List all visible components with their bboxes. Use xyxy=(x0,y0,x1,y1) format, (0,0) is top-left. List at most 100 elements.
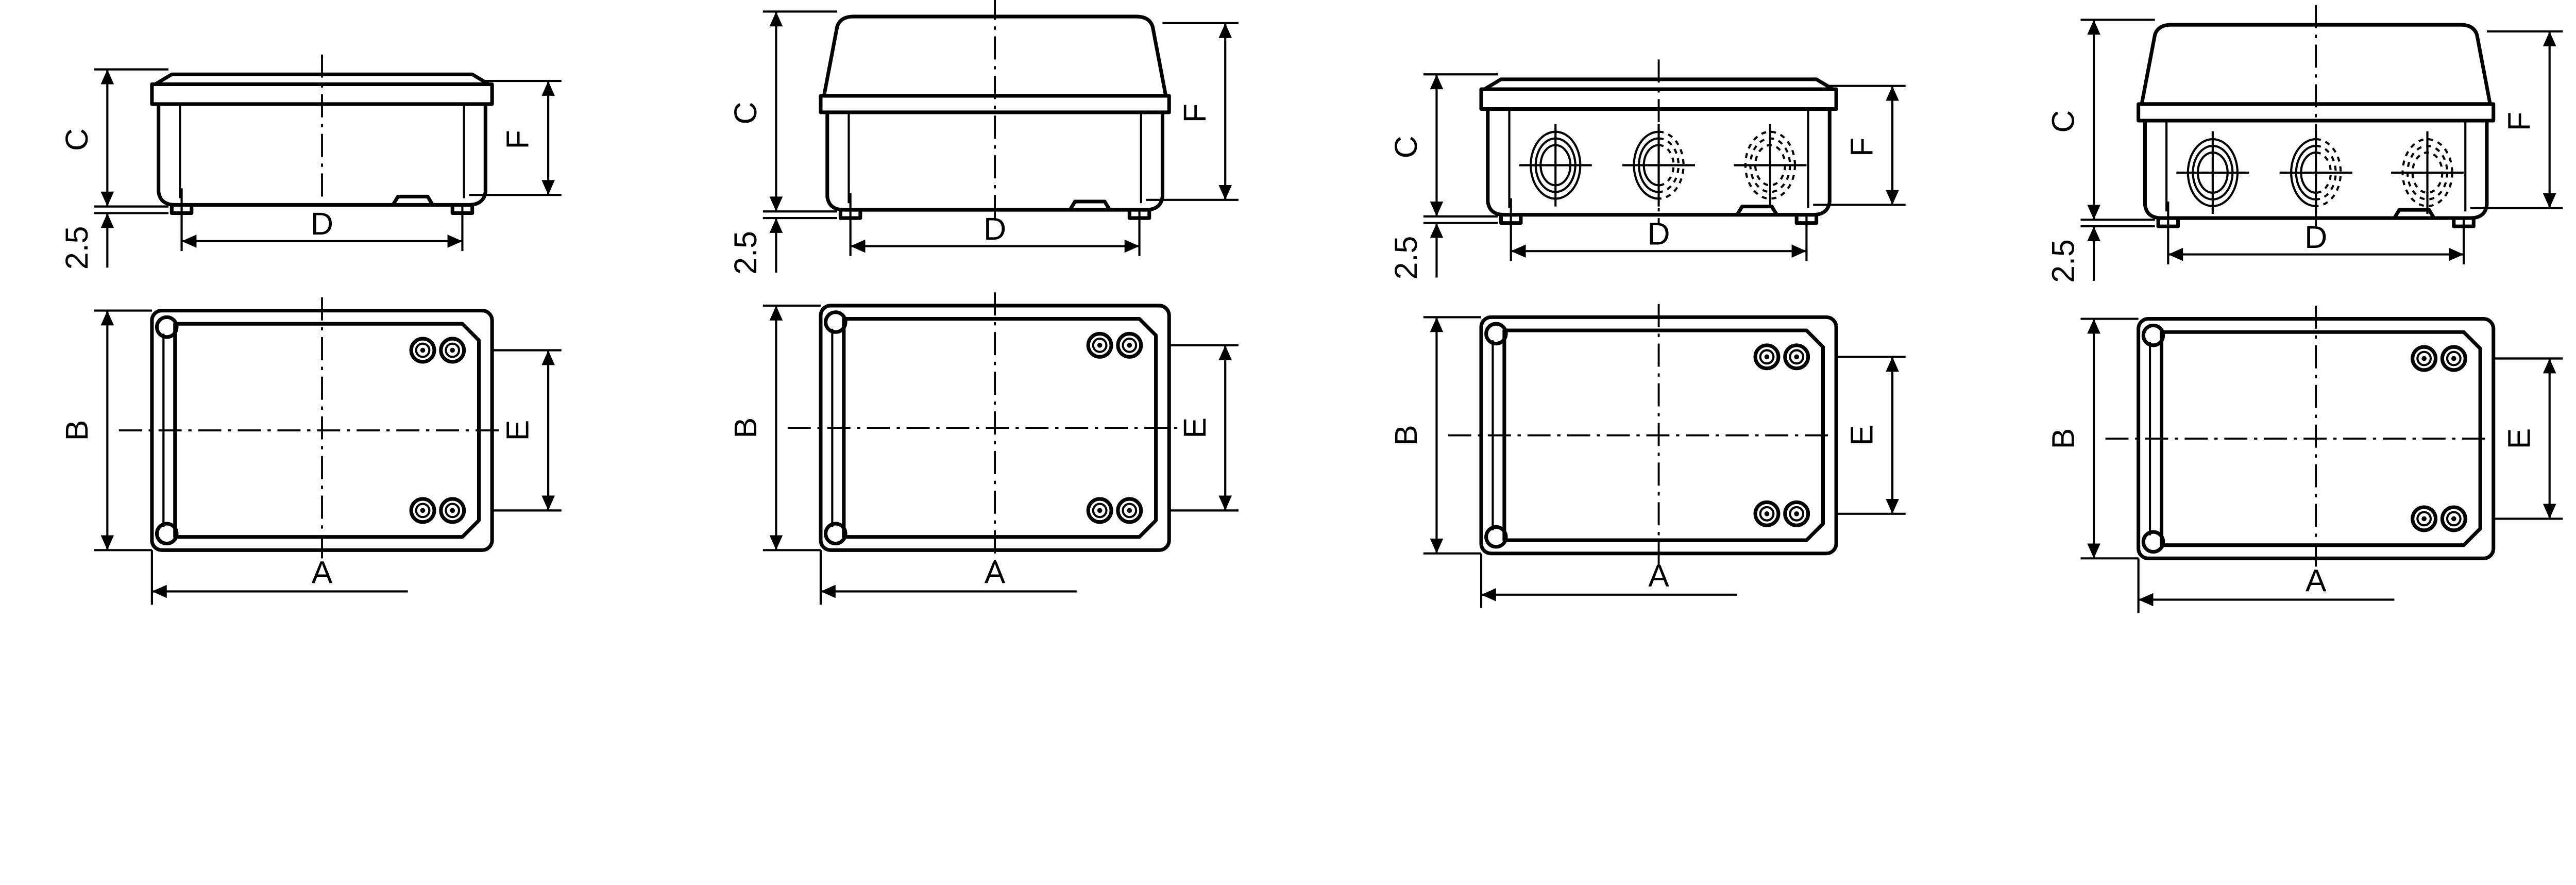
dimension-arrowhead xyxy=(181,235,197,248)
label-B: B xyxy=(2046,428,2081,449)
dimension-arrowhead xyxy=(1430,317,1444,332)
dimension-F: F xyxy=(1146,22,1239,201)
lid-screw-icon xyxy=(2411,345,2438,372)
side-view xyxy=(1479,59,1838,225)
dimension-arrowhead xyxy=(2449,247,2464,261)
dimension-arrowhead xyxy=(769,305,783,321)
dimension-B: B xyxy=(728,304,821,552)
dimension-C: C xyxy=(59,68,168,214)
hinge-icon xyxy=(155,522,179,546)
label-offset-2-5: 2.5 xyxy=(728,231,763,275)
dimension-E: E xyxy=(2493,357,2563,520)
dimension-arrowhead xyxy=(541,81,555,96)
label-B: B xyxy=(728,418,763,439)
dimension-arrowhead xyxy=(100,213,114,228)
dimension-F: F xyxy=(2470,30,2563,209)
dimension-B: B xyxy=(59,309,152,552)
label-F: F xyxy=(1177,104,1212,123)
top-view xyxy=(118,297,501,563)
dimension-arrowhead xyxy=(1218,185,1232,200)
dimension-arrowhead xyxy=(1886,498,1899,514)
dimension-arrowhead xyxy=(769,11,783,27)
dimension-D: D xyxy=(1510,198,1808,261)
dimension-arrowhead xyxy=(2087,20,2100,35)
lid-screw-icon xyxy=(1753,500,1781,527)
lid-screw-icon xyxy=(1086,331,1113,359)
dimension-arrowhead xyxy=(2543,504,2556,519)
dimension-arrowhead xyxy=(820,585,836,598)
dimension-arrowhead xyxy=(850,239,866,253)
dimension-arrowhead xyxy=(1218,495,1232,511)
top-view xyxy=(2105,305,2502,572)
lid-screw-icon xyxy=(2440,345,2467,372)
dimension-arrowhead xyxy=(2087,226,2100,241)
dimension-arrowhead xyxy=(2087,543,2100,559)
dimension-arrowhead xyxy=(1886,357,1899,372)
label-A: A xyxy=(312,555,333,590)
hinge-icon xyxy=(2141,530,2165,554)
dimension-D: D xyxy=(849,193,1141,256)
lid-screw-icon xyxy=(2411,505,2438,532)
label-B: B xyxy=(59,420,94,441)
label-D: D xyxy=(2304,220,2327,255)
label-D: D xyxy=(1648,216,1670,251)
lid-screw-icon xyxy=(1086,497,1113,524)
dimension-D: D xyxy=(180,188,464,252)
label-B: B xyxy=(1388,425,1423,446)
label-E: E xyxy=(1844,425,1879,446)
dimension-arrowhead xyxy=(1430,74,1444,90)
dimension-arrowhead xyxy=(769,196,783,212)
dimension-arrowhead xyxy=(100,69,114,85)
dimension-arrowhead xyxy=(1481,588,1496,602)
dimension-B: B xyxy=(2046,318,2139,560)
dimension-E: E xyxy=(1836,356,1906,515)
dimension-arrowhead xyxy=(100,310,114,326)
label-D: D xyxy=(311,206,333,241)
dimension-arrowhead xyxy=(541,495,555,511)
dimension-E: E xyxy=(1169,344,1239,512)
dimension-offset: 2.5 xyxy=(1388,223,1444,279)
dimension-arrowhead xyxy=(447,235,463,248)
cable-knockout-icon xyxy=(1734,124,1807,207)
dimension-arrowhead xyxy=(100,535,114,550)
label-A: A xyxy=(1648,558,1669,593)
dimension-arrowhead xyxy=(1886,86,1899,101)
side-view xyxy=(150,54,494,215)
lid-screw-icon xyxy=(1116,331,1143,359)
label-D: D xyxy=(984,211,1006,246)
dimension-arrowhead xyxy=(2087,205,2100,220)
dimension-arrowhead xyxy=(1218,23,1232,38)
dimension-F: F xyxy=(1813,85,1906,206)
label-E: E xyxy=(500,420,535,441)
side-view xyxy=(819,0,1171,220)
dimension-arrowhead xyxy=(2138,593,2154,607)
hinge-icon xyxy=(1484,322,1508,346)
top-view xyxy=(787,292,1178,563)
dimension-arrowhead xyxy=(1218,345,1232,360)
lid-screw-icon xyxy=(1783,500,1810,527)
label-F: F xyxy=(500,130,535,149)
lid-screw-icon xyxy=(439,337,466,364)
lid-screw-icon xyxy=(1783,343,1810,371)
dimension-arrowhead xyxy=(2543,31,2556,46)
cable-knockout-icon xyxy=(2176,131,2249,214)
dimension-C: C xyxy=(2046,19,2155,228)
dimension-arrowhead xyxy=(1430,202,1444,216)
label-E: E xyxy=(2501,428,2536,449)
dimension-arrowhead xyxy=(541,350,555,365)
side-view xyxy=(2137,5,2496,228)
label-F: F xyxy=(1844,138,1879,157)
lid-screw-icon xyxy=(2440,505,2467,532)
cable-knockout-icon xyxy=(1519,124,1592,207)
dimension-offset: 2.5 xyxy=(2046,226,2100,283)
dimension-arrowhead xyxy=(2543,193,2556,208)
label-A: A xyxy=(985,555,1006,590)
dimension-arrowhead xyxy=(2087,319,2100,334)
lid-screw-icon xyxy=(439,497,466,524)
label-E: E xyxy=(1177,418,1212,439)
dimension-A: A xyxy=(819,550,1077,605)
enclosure-body xyxy=(1486,107,1832,217)
